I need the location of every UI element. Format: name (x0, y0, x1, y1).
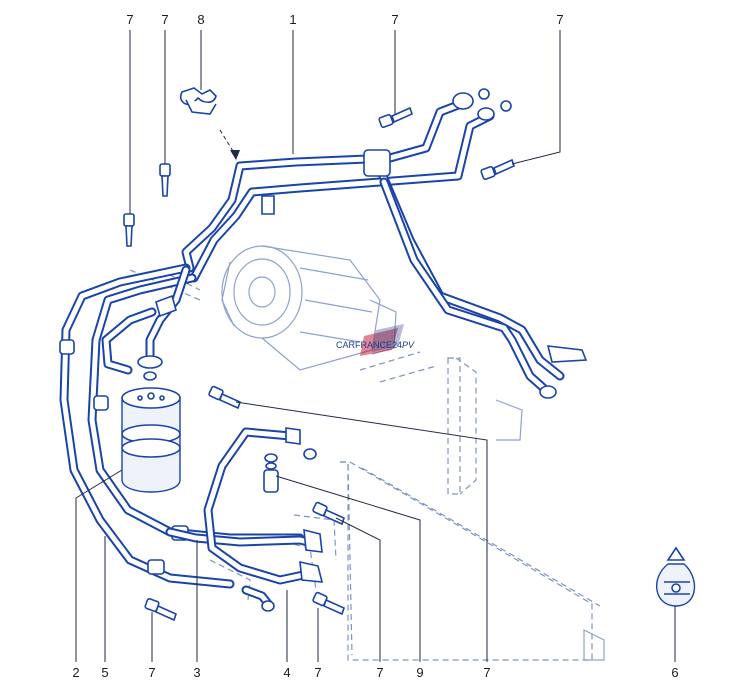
pipe-1-high-pressure (181, 92, 588, 399)
pipe-clip (261, 195, 275, 215)
bolt-7-top-center (378, 106, 413, 128)
callout-9: 9 (416, 665, 423, 680)
watermark-text: CARFRANCE24 (336, 340, 402, 350)
callout-7-bottom-a: 7 (148, 665, 155, 680)
callout-7-top-a: 7 (126, 12, 133, 27)
callout-2: 2 (72, 665, 79, 680)
bolt-7-topleft-a (123, 213, 135, 247)
bolt-7-bottom-left (144, 598, 177, 622)
callout-6: 6 (671, 665, 678, 680)
callout-7-bottom-b: 7 (314, 665, 321, 680)
condenser-ghost (129, 269, 605, 661)
bolt-7-lower-a (312, 501, 345, 526)
valve-9 (263, 453, 279, 493)
callout-7-bottom-c: 7 (376, 665, 383, 680)
callout-1: 1 (289, 12, 296, 27)
pipe-3 (165, 527, 323, 553)
clip-8-arrow (219, 129, 240, 160)
pipe-bracket (363, 149, 391, 177)
callout-5: 5 (101, 665, 108, 680)
callout-7-bottom-d: 7 (483, 665, 490, 680)
bolt-7-topleft-b (159, 163, 171, 197)
carfrance24-watermark: CARFRANCE24 PV (336, 324, 415, 356)
o-rings-top (478, 88, 512, 112)
condenser-flange (546, 345, 588, 363)
watermark-suffix: PV (402, 340, 415, 350)
bolt-7-middle (208, 385, 241, 410)
receiver-dryer-2 (101, 265, 191, 493)
callout-7-top-d: 7 (556, 12, 563, 27)
desiccant-bag-6 (655, 546, 696, 607)
clip-8 (179, 87, 217, 115)
callout-4: 4 (283, 665, 290, 680)
callout-labels: 7 7 8 1 7 7 2 5 7 3 4 7 7 9 7 6 (72, 12, 678, 680)
pipe-4 (203, 427, 324, 612)
bolt-7-lower-b (312, 591, 345, 616)
callout-7-top-b: 7 (161, 12, 168, 27)
callout-3: 3 (193, 665, 200, 680)
bolt-7-top-right (480, 158, 515, 180)
callout-7-top-c: 7 (391, 12, 398, 27)
leader-lines (75, 30, 676, 662)
callout-8: 8 (197, 12, 204, 27)
